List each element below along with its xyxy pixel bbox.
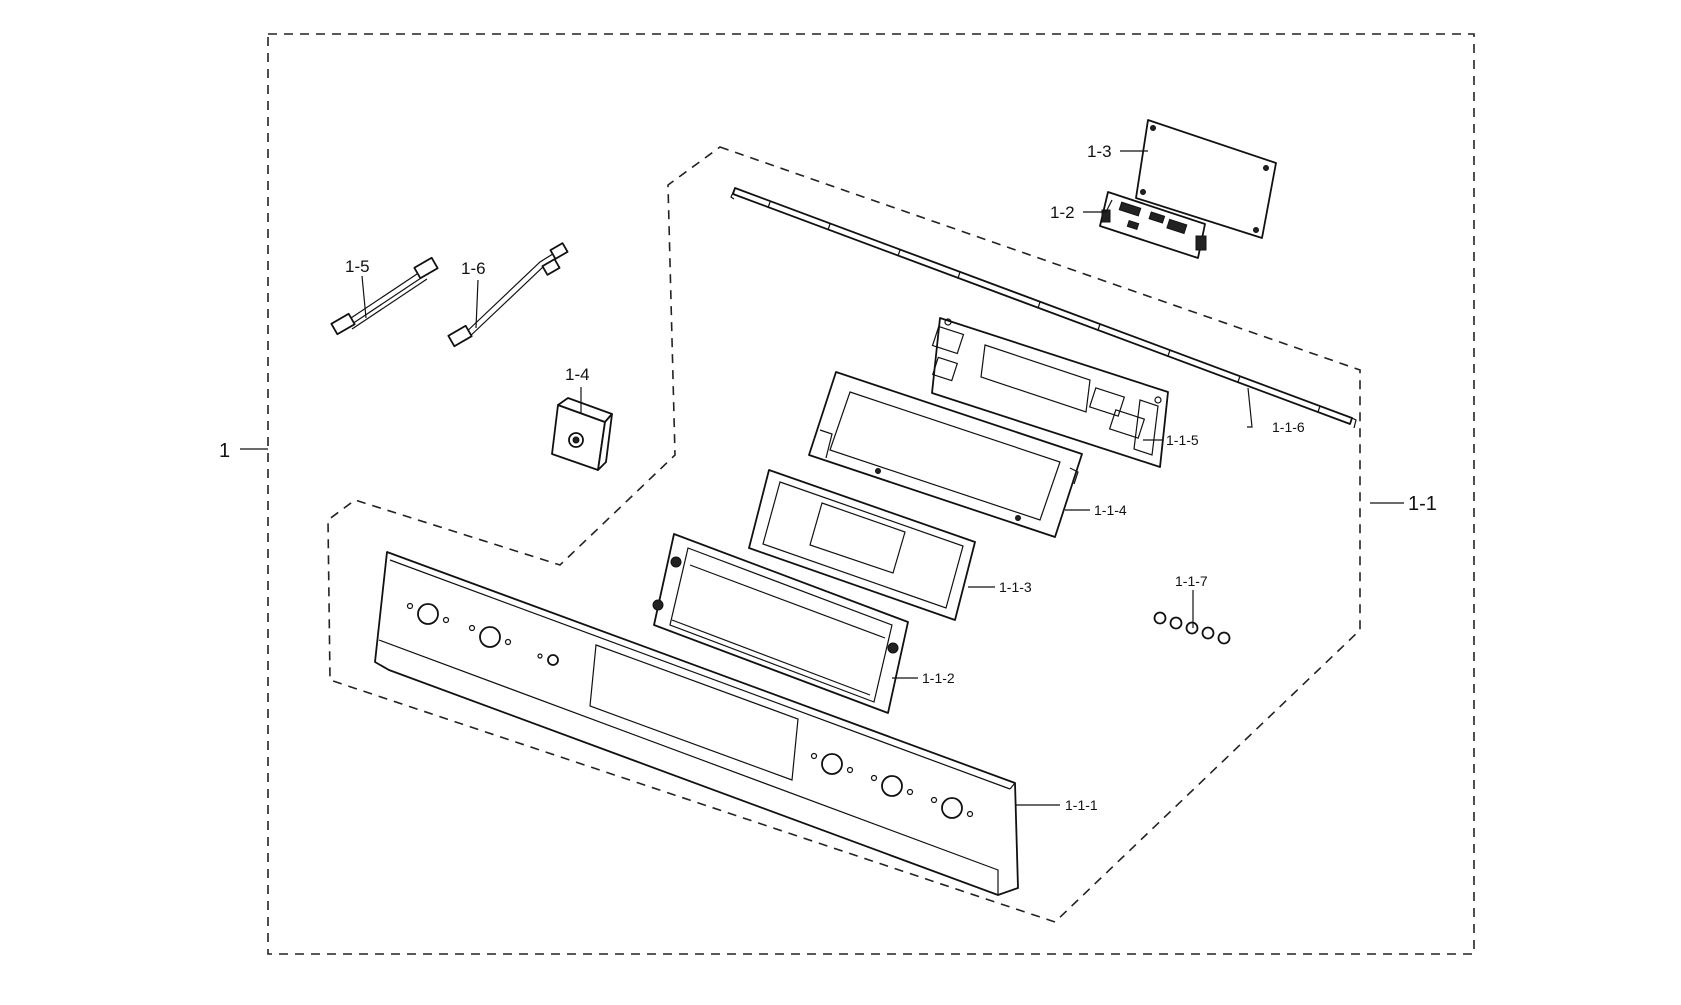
label-1-1-2: 1-1-2 — [922, 670, 955, 686]
part-1-1-5-bracket — [931, 317, 1169, 468]
part-1-1-4-frame — [808, 371, 1083, 538]
assembly-1-boundary — [267, 33, 1475, 955]
part-1-1-6-rail — [730, 187, 1357, 429]
label-1-1-3: 1-1-3 — [999, 579, 1032, 595]
part-1-1-7-buttons — [1153, 611, 1231, 645]
label-1-1-4: 1-1-4 — [1094, 502, 1127, 518]
label-1-1: 1-1 — [1408, 493, 1437, 515]
assembly-1-1-boundary — [327, 146, 1361, 923]
label-1-1-7: 1-1-7 — [1175, 573, 1208, 589]
part-1-3-cover — [1135, 119, 1277, 239]
label-1-3: 1-3 — [1087, 142, 1112, 161]
part-1-1-2-holder — [652, 533, 909, 714]
label-1-5: 1-5 — [345, 257, 370, 276]
part-1-5-harness — [330, 256, 439, 336]
part-1-1-3-window — [748, 469, 976, 621]
label-1: 1 — [219, 440, 230, 462]
part-1-6-harness — [447, 242, 569, 348]
leader-lines — [240, 150, 1404, 806]
label-1-2: 1-2 — [1050, 203, 1075, 222]
label-1-4: 1-4 — [565, 365, 590, 384]
part-1-4-module — [551, 397, 613, 471]
label-1-1-5: 1-1-5 — [1166, 432, 1199, 448]
label-1-1-6: 1-1-6 — [1272, 419, 1305, 435]
label-1-6: 1-6 — [461, 259, 486, 278]
part-1-2-pcb — [1099, 191, 1207, 259]
part-1-1-1-control-panel — [374, 551, 1019, 896]
label-1-1-1: 1-1-1 — [1065, 797, 1098, 813]
